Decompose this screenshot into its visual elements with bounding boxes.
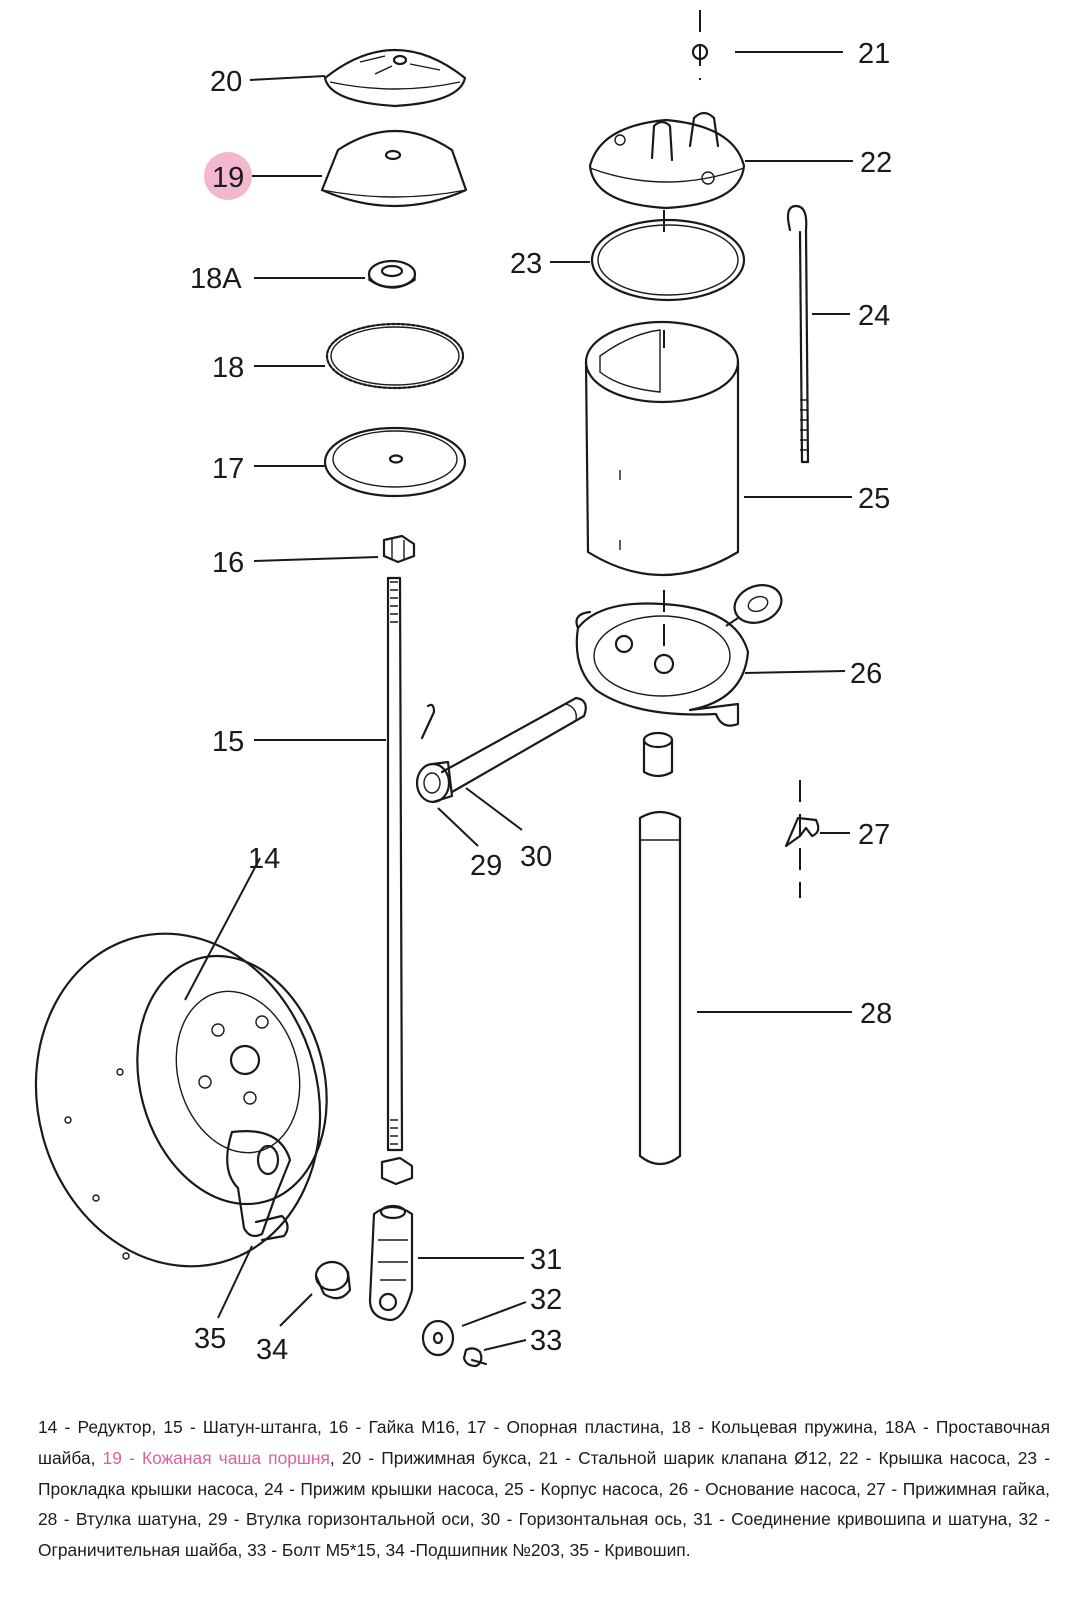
label-17: 17: [212, 453, 244, 485]
part-22-pump-cover: [588, 111, 746, 210]
part-17-support-plate: [323, 426, 467, 498]
label-14: 14: [248, 843, 280, 875]
label-32: 32: [530, 1284, 562, 1316]
label-33: 33: [530, 1325, 562, 1357]
label-19: 19: [212, 162, 244, 194]
label-34: 34: [256, 1334, 288, 1366]
part-19-leather-piston-cup: [320, 129, 468, 208]
caption-text-before: 14 - Редуктор, 15 - Шатун-штанга, 16 - Г…: [38, 1417, 1050, 1468]
part-21-valve-ball: [691, 10, 709, 80]
part-18a-spacer-washer: [367, 259, 417, 289]
label-31: 31: [530, 1244, 562, 1276]
parts-legend-caption: 14 - Редуктор, 15 - Шатун-штанга, 16 - Г…: [38, 1412, 1050, 1565]
label-29: 29: [470, 850, 502, 882]
part-25-pump-body: [584, 320, 740, 576]
rod-bush-top: [642, 731, 674, 778]
label-18: 18: [212, 352, 244, 384]
base-washer: [733, 584, 783, 624]
label-27: 27: [858, 819, 890, 851]
highlight-marker-19: [204, 152, 252, 200]
part-20-pressure-bush: [323, 49, 467, 108]
part-labels: 20 19 18A 18 17 16 15 14 21 22 23 24 25 …: [190, 38, 892, 1366]
part-15-connecting-rod: [386, 576, 404, 1152]
part-14-reducer: [34, 932, 328, 1268]
part-30-horizontal-axle: [440, 696, 587, 794]
label-20: 20: [210, 66, 242, 98]
label-21: 21: [858, 38, 890, 70]
label-25: 25: [858, 483, 890, 515]
exploded-parts-diagram: 20 19 18A 18 17 16 15 14 21 22 23 24 25 …: [34, 10, 892, 1368]
label-16: 16: [212, 547, 244, 579]
label-28: 28: [860, 998, 892, 1030]
label-30: 30: [520, 841, 552, 873]
part-27-clamp-nut: [784, 780, 820, 898]
part-35-crank: [226, 1130, 292, 1242]
part-34-bearing-203: [314, 1260, 352, 1300]
part-24-cover-clamp: [786, 204, 810, 464]
label-35: 35: [194, 1323, 226, 1355]
part-28-rod-sleeve: [638, 810, 682, 1166]
part-29-axle-bush: [415, 760, 454, 804]
part-23-cover-gasket: [590, 218, 746, 302]
label-15: 15: [212, 726, 244, 758]
lower-rod-nut: [380, 1156, 414, 1186]
label-23: 23: [510, 248, 542, 280]
label-18a: 18A: [190, 263, 242, 295]
part-33-bolt-m5: [462, 1347, 488, 1368]
caption-highlighted-part: 19 - Кожаная чаша поршня: [102, 1447, 330, 1468]
part-16-nut-m16: [382, 534, 416, 564]
caption-text-after: , 20 - Прижимная букса, 21 - Стальной ша…: [38, 1447, 1051, 1560]
label-24: 24: [858, 300, 890, 332]
part-26-pump-base: [575, 602, 750, 727]
part-32-limiting-washer: [421, 1319, 455, 1357]
part-31-crank-rod-joint: [368, 1204, 414, 1322]
split-pin: [420, 703, 436, 740]
label-26: 26: [850, 658, 882, 690]
part-18-ring-spring: [325, 322, 465, 390]
leader-lines: [184, 51, 853, 1351]
label-22: 22: [860, 147, 892, 179]
